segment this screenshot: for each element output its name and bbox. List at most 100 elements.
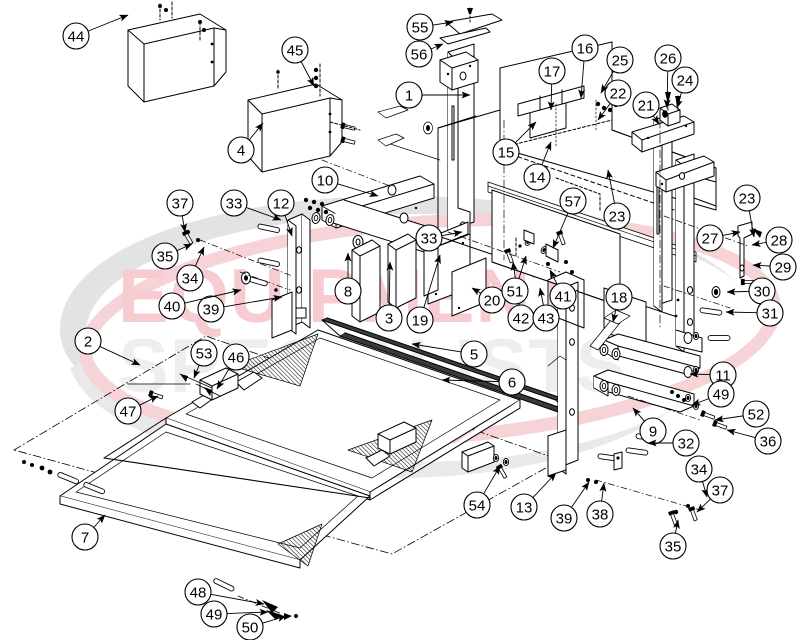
balloon-12[interactable]: 12: [267, 189, 295, 237]
balloon-circle[interactable]: [184, 578, 212, 606]
balloon-47[interactable]: 47: [114, 395, 159, 425]
balloon-circle[interactable]: [281, 36, 309, 64]
balloon-36[interactable]: 36: [726, 427, 782, 455]
balloon-27[interactable]: 27: [696, 224, 741, 252]
balloon-circle[interactable]: [62, 22, 90, 50]
balloon-13[interactable]: 13: [510, 472, 557, 521]
balloon-33[interactable]: 33: [220, 189, 282, 221]
balloon-circle[interactable]: [603, 202, 631, 230]
balloon-32[interactable]: 32: [647, 429, 700, 457]
balloon-circle[interactable]: [538, 57, 566, 85]
balloon-circle[interactable]: [571, 34, 599, 62]
balloon-circle[interactable]: [334, 277, 362, 305]
balloon-circle[interactable]: [395, 81, 423, 109]
balloon-circle[interactable]: [707, 380, 735, 408]
balloon-circle[interactable]: [158, 292, 186, 320]
balloon-circle[interactable]: [197, 295, 225, 323]
balloon-35[interactable]: 35: [659, 519, 687, 560]
balloon-21[interactable]: 21: [632, 91, 660, 125]
balloon-circle[interactable]: [220, 189, 248, 217]
balloon-20[interactable]: 20: [471, 286, 506, 314]
balloon-39[interactable]: 39: [197, 294, 283, 323]
balloon-37[interactable]: 37: [166, 189, 194, 233]
balloon-23[interactable]: 23: [733, 184, 761, 238]
balloon-49[interactable]: 49: [200, 600, 269, 628]
balloon-34[interactable]: 34: [176, 246, 205, 292]
balloon-53[interactable]: 53: [190, 339, 218, 379]
balloon-54[interactable]: 54: [463, 465, 501, 519]
balloon-33[interactable]: 33: [415, 224, 463, 252]
balloon-14[interactable]: 14: [523, 141, 552, 191]
balloon-circle[interactable]: [685, 455, 713, 483]
balloon-circle[interactable]: [406, 306, 434, 334]
balloon-circle[interactable]: [659, 532, 687, 560]
balloon-1[interactable]: 1: [395, 81, 471, 109]
balloon-circle[interactable]: [754, 427, 782, 455]
balloon-43[interactable]: 43: [532, 287, 560, 332]
balloon-circle[interactable]: [672, 429, 700, 457]
balloon-circle[interactable]: [532, 304, 560, 332]
balloon-6[interactable]: 6: [441, 368, 526, 396]
balloon-24[interactable]: 24: [671, 66, 699, 109]
balloon-circle[interactable]: [559, 187, 587, 215]
balloon-circle[interactable]: [605, 283, 633, 311]
balloon-51[interactable]: 51: [501, 255, 529, 305]
balloon-37[interactable]: 37: [696, 476, 734, 513]
balloon-circle[interactable]: [463, 491, 491, 519]
balloon-4[interactable]: 4: [227, 122, 264, 164]
balloon-8[interactable]: 8: [334, 252, 362, 305]
balloon-2[interactable]: 2: [74, 327, 141, 366]
balloon-circle[interactable]: [200, 600, 228, 628]
balloon-circle[interactable]: [222, 343, 250, 371]
balloon-39[interactable]: 39: [550, 481, 590, 532]
balloon-55[interactable]: 55: [406, 13, 454, 41]
balloon-circle[interactable]: [586, 500, 614, 528]
balloon-10[interactable]: 10: [311, 166, 379, 197]
balloon-23[interactable]: 23: [603, 169, 631, 230]
balloon-circle[interactable]: [742, 400, 770, 428]
balloon-44[interactable]: 44: [62, 14, 129, 50]
balloon-45[interactable]: 45: [281, 36, 315, 87]
balloon-circle[interactable]: [166, 189, 194, 217]
balloon-circle[interactable]: [151, 242, 179, 270]
balloon-circle[interactable]: [733, 184, 761, 212]
balloon-circle[interactable]: [606, 46, 634, 74]
balloon-circle[interactable]: [236, 613, 264, 640]
balloon-17[interactable]: 17: [538, 57, 566, 111]
balloon-circle[interactable]: [311, 166, 339, 194]
balloon-56[interactable]: 56: [405, 40, 444, 68]
balloon-52[interactable]: 52: [714, 400, 770, 428]
balloon-30[interactable]: 30: [726, 277, 776, 305]
balloon-circle[interactable]: [654, 44, 682, 72]
balloon-circle[interactable]: [405, 40, 433, 68]
balloon-circle[interactable]: [549, 282, 577, 310]
balloon-16[interactable]: 16: [571, 34, 599, 99]
balloon-circle[interactable]: [523, 163, 551, 191]
balloon-41[interactable]: 41: [549, 269, 577, 310]
balloon-circle[interactable]: [769, 253, 797, 281]
balloon-38[interactable]: 38: [586, 482, 614, 528]
balloon-circle[interactable]: [671, 66, 699, 94]
balloon-circle[interactable]: [190, 339, 218, 367]
balloon-28[interactable]: 28: [751, 226, 793, 254]
balloon-circle[interactable]: [765, 226, 793, 254]
balloon-circle[interactable]: [375, 304, 403, 332]
balloon-circle[interactable]: [114, 397, 142, 425]
balloon-7[interactable]: 7: [71, 514, 106, 551]
balloon-5[interactable]: 5: [411, 340, 488, 368]
balloon-49[interactable]: 49: [691, 380, 735, 408]
balloon-circle[interactable]: [460, 340, 488, 368]
balloon-31[interactable]: 31: [725, 299, 784, 327]
balloon-3[interactable]: 3: [375, 261, 403, 332]
balloon-26[interactable]: 26: [654, 44, 682, 109]
balloon-15[interactable]: 15: [492, 121, 537, 166]
balloon-circle[interactable]: [696, 224, 724, 252]
balloon-22[interactable]: 22: [597, 79, 632, 121]
balloon-40[interactable]: 40: [158, 288, 242, 320]
balloon-48[interactable]: 48: [184, 578, 265, 606]
balloon-circle[interactable]: [632, 91, 660, 119]
balloon-circle[interactable]: [406, 13, 434, 41]
balloon-circle[interactable]: [756, 299, 784, 327]
balloon-35[interactable]: 35: [151, 242, 193, 270]
balloon-circle[interactable]: [492, 138, 520, 166]
